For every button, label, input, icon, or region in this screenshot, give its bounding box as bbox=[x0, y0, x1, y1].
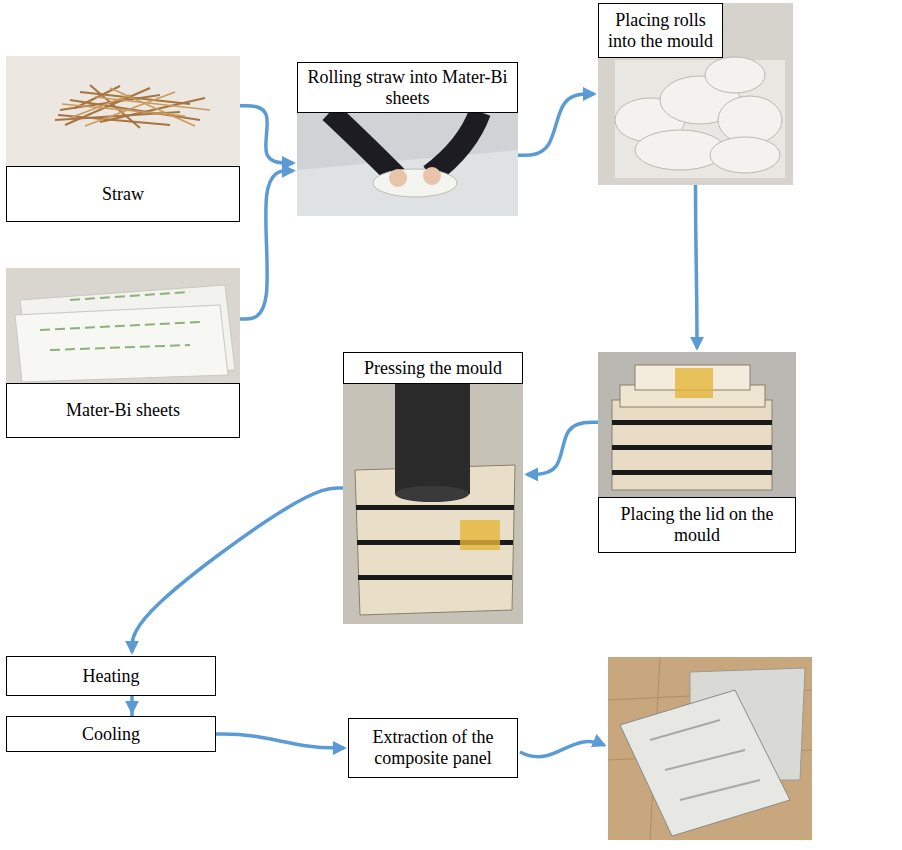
photo-step: Placing rolls into the mould bbox=[598, 3, 793, 185]
panel-photo bbox=[608, 657, 812, 840]
flow-arrow bbox=[132, 488, 343, 652]
step-label: Pressing the mould bbox=[343, 352, 523, 384]
step-label: Placing rolls into the mould bbox=[598, 3, 723, 58]
lid-photo bbox=[598, 352, 796, 497]
flow-arrow bbox=[527, 422, 598, 474]
photo-step: Rolling straw into Mater-Bi sheets bbox=[297, 62, 518, 217]
flow-arrow bbox=[520, 742, 604, 757]
step-label: Placing the lid on the mould bbox=[598, 497, 796, 553]
flow-arrow bbox=[240, 171, 293, 319]
step-label: Straw bbox=[6, 166, 240, 222]
flow-arrow bbox=[216, 734, 344, 748]
rolling-photo bbox=[297, 112, 518, 216]
flow-arrow bbox=[696, 185, 698, 348]
process-box: Cooling bbox=[6, 716, 216, 752]
rolls-photo bbox=[598, 3, 793, 185]
flow-arrow bbox=[518, 94, 594, 155]
sheets-photo bbox=[6, 268, 240, 383]
photo-area bbox=[6, 268, 240, 383]
photo-area bbox=[297, 113, 518, 217]
flow-arrow bbox=[240, 106, 293, 163]
step-label: Heating bbox=[6, 656, 216, 696]
photo-step: Mater-Bi sheets bbox=[6, 268, 240, 438]
photo-area bbox=[6, 56, 240, 166]
step-label: Extraction of the composite panel bbox=[348, 718, 518, 778]
photo-step: Pressing the mould bbox=[343, 352, 523, 624]
step-label: Cooling bbox=[6, 716, 216, 752]
photo-area bbox=[343, 384, 523, 624]
step-label: Rolling straw into Mater-Bi sheets bbox=[297, 62, 518, 113]
step-label: Mater-Bi sheets bbox=[6, 383, 240, 438]
process-box: Extraction of the composite panel bbox=[348, 718, 518, 778]
photo-step: Placing the lid on the mould bbox=[598, 352, 796, 553]
press-photo bbox=[343, 384, 523, 624]
photo-area bbox=[598, 352, 796, 497]
photo-step: Straw bbox=[6, 56, 240, 222]
process-box: Heating bbox=[6, 656, 216, 696]
straw-photo bbox=[6, 56, 240, 166]
